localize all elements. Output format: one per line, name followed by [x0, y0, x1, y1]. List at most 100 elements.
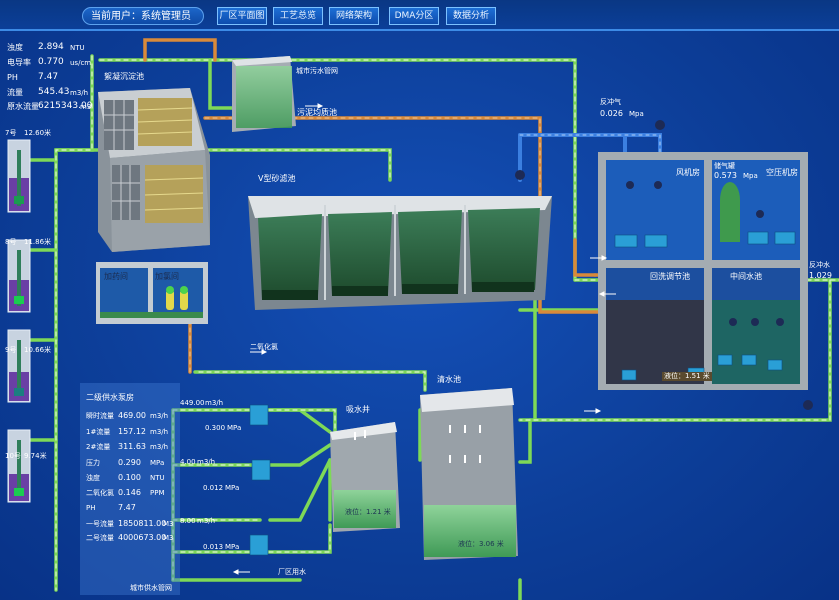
- nav-process-overview[interactable]: 工艺总览: [273, 7, 323, 25]
- label-city-network: 城市供水管网: [130, 584, 172, 592]
- pump-2-pressure-unit: MPa: [225, 484, 240, 492]
- well-9-name: 9号: [5, 346, 17, 354]
- well-8-name: 8号: [5, 238, 17, 246]
- pump-house-panel: [80, 383, 180, 595]
- clear-pool-level: 液位：3.06 米: [458, 540, 504, 548]
- pump-3-flow-unit: m3/h: [197, 517, 216, 525]
- ph-value-3: 0.290: [118, 458, 141, 467]
- recovery-level: 液位：1.51 米: [662, 372, 712, 381]
- ph-value-6: 7.47: [118, 503, 136, 512]
- wells: [7, 139, 31, 503]
- ph-unit-3: MPa: [150, 459, 165, 467]
- top-divider: [0, 29, 839, 31]
- current-user: 当前用户：系统管理员: [82, 7, 204, 25]
- ph-unit-8: M3: [163, 534, 174, 542]
- clear-water-tank: [420, 388, 518, 560]
- label-sedimentation: 絮凝沉淀池: [104, 72, 144, 81]
- ph-label-8: 二号流量: [86, 534, 114, 542]
- ph-unit-4: NTU: [150, 474, 165, 482]
- pump-2-flow: 4.00: [180, 458, 196, 466]
- sludge-pool: [232, 56, 296, 132]
- pump-1-flow: 449.00: [180, 399, 205, 407]
- label-city-sewer: 城市污水管网: [296, 67, 338, 75]
- label-sludge-pool: 污泥均质池: [297, 108, 337, 117]
- well-7-level: 12.60米: [24, 129, 52, 137]
- ph-value-8: 4000673.00: [118, 533, 167, 542]
- label-clear-pool: 清水池: [437, 375, 461, 384]
- nav-network[interactable]: 网络架构: [329, 7, 379, 25]
- raw-value-flow: 545.43: [38, 87, 70, 97]
- backwash-air-value: 0.026: [600, 109, 623, 118]
- label-suction-well: 吸水井: [346, 405, 370, 414]
- raw-value-total: 6215343.00: [38, 101, 93, 111]
- label-blower: 风机房: [676, 168, 700, 177]
- well-10-level: 9.74米: [24, 452, 47, 460]
- flow-arrows: [232, 103, 616, 575]
- valve-icons: [515, 120, 813, 410]
- ph-label-1: 1#流量: [86, 428, 111, 436]
- ph-label-5: 二氧化氯: [86, 489, 114, 497]
- ph-label-6: PH: [86, 504, 96, 512]
- nav-dma[interactable]: DMA分区: [389, 7, 439, 25]
- label-chlorine-dioxide: 二氧化氯: [250, 343, 278, 351]
- suction-well-level: 液位：1.21 米: [345, 508, 391, 516]
- ph-label-4: 浊度: [86, 474, 100, 482]
- pump-1-flow-unit: m3/h: [205, 399, 224, 407]
- ph-unit-5: PPM: [150, 489, 165, 497]
- raw-unit-total: m3: [80, 103, 92, 111]
- pump-2-pressure: 0.012: [203, 484, 224, 492]
- well-8-level: 11.86米: [24, 238, 52, 246]
- raw-value-conductivity: 0.770: [38, 57, 64, 67]
- label-v-filter: V型砂滤池: [258, 174, 296, 183]
- ph-label-7: 一号流量: [86, 520, 114, 528]
- ph-unit-2: m3/h: [150, 443, 169, 451]
- well-8: [7, 239, 31, 313]
- ph-label-0: 瞬时流量: [86, 412, 114, 420]
- label-dosing: 加药间: [104, 272, 128, 281]
- pump-house-title: 二级供水泵房: [86, 393, 134, 402]
- label-factory-water: 厂区用水: [278, 568, 306, 576]
- compressor-label: 储气罐: [714, 162, 735, 170]
- sedimentation-tank: [98, 88, 210, 252]
- well-10-name: 10号: [5, 452, 21, 460]
- raw-unit-turbidity: NTU: [70, 44, 85, 52]
- ph-unit-0: m3/h: [150, 412, 169, 420]
- pump-icons: [249, 231, 796, 556]
- backwash-water-label: 反冲水: [809, 261, 830, 269]
- pump-1-pressure: 0.300: [205, 424, 226, 432]
- ph-value-7: 1850811.00: [118, 519, 167, 528]
- well-7: [7, 139, 31, 213]
- ph-value-5: 0.146: [118, 488, 141, 497]
- label-recovery: 回洗调节池: [650, 272, 690, 281]
- raw-value-turbidity: 2.894: [38, 42, 64, 52]
- pump-2-flow-unit: m3/h: [197, 458, 216, 466]
- v-filter: [248, 196, 552, 310]
- raw-unit-flow: m3/h: [70, 89, 89, 97]
- well-9-level: 10.66米: [24, 346, 52, 354]
- well-9: [7, 329, 31, 403]
- compressor-unit: Mpa: [743, 172, 758, 180]
- raw-label-flow: 流量: [7, 88, 23, 97]
- raw-unit-conductivity: us/cm: [70, 59, 92, 67]
- raw-value-ph: 7.47: [38, 72, 59, 82]
- compressor-value: 0.573: [714, 171, 737, 180]
- ph-value-4: 0.100: [118, 473, 141, 482]
- nav-analysis[interactable]: 数据分析: [446, 7, 496, 25]
- nav-plant-plan[interactable]: 厂区平面图: [217, 7, 267, 25]
- ph-unit-1: m3/h: [150, 428, 169, 436]
- raw-label-total: 原水流量: [7, 102, 39, 111]
- backwash-air-label: 反冲气: [600, 98, 621, 106]
- pump-3-pressure-unit: MPa: [225, 543, 240, 551]
- pump-3-pressure: 0.013: [203, 543, 224, 551]
- suction-well: [330, 422, 400, 532]
- pump-3-flow: 8.00: [180, 517, 196, 525]
- well-7-name: 7号: [5, 129, 17, 137]
- ph-value-2: 311.63: [118, 442, 146, 451]
- ph-value-1: 157.12: [118, 427, 146, 436]
- label-compressor: 空压机房: [766, 168, 798, 177]
- well-10: [7, 429, 31, 503]
- dosing-room: [96, 262, 208, 324]
- raw-label-conductivity: 电导率: [7, 58, 31, 67]
- backwash-air-unit: Mpa: [629, 110, 644, 118]
